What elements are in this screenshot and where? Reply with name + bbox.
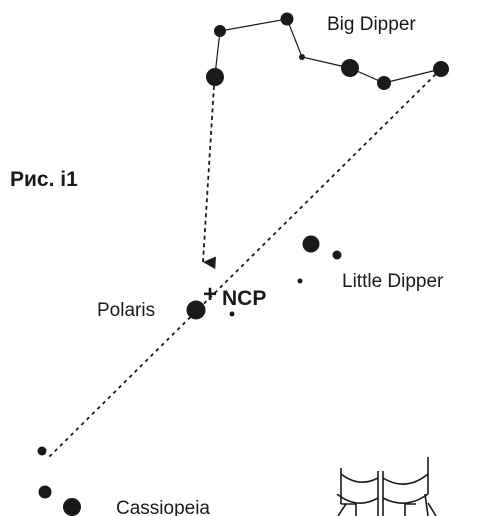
star — [63, 498, 81, 516]
figure-caption: Рис. i1 — [10, 168, 78, 191]
pointer-arrow — [202, 85, 216, 270]
star — [302, 235, 320, 253]
star — [433, 61, 449, 77]
cassiopeia-label: Cassiopeia — [116, 498, 210, 516]
alignment-line — [46, 68, 442, 460]
polaris-label: Polaris — [97, 300, 155, 321]
star — [377, 76, 391, 90]
star — [297, 278, 303, 284]
little-dipper-label: Little Dipper — [342, 271, 444, 292]
star — [332, 250, 342, 260]
star — [38, 485, 52, 499]
big-dipper-stars — [206, 12, 449, 90]
ncp-marker: + — [203, 281, 217, 308]
little-dipper-stars — [229, 235, 342, 317]
star — [214, 25, 226, 37]
cassiopeia-stars — [37, 446, 81, 516]
star — [341, 59, 359, 77]
star — [299, 54, 305, 60]
structure-drawing — [336, 457, 437, 516]
star — [37, 446, 47, 456]
polaris-star — [186, 300, 206, 320]
ncp-label: NCP — [222, 287, 266, 310]
star — [206, 68, 224, 86]
star — [280, 12, 294, 26]
star — [229, 311, 235, 317]
big-dipper-label: Big Dipper — [327, 14, 416, 35]
